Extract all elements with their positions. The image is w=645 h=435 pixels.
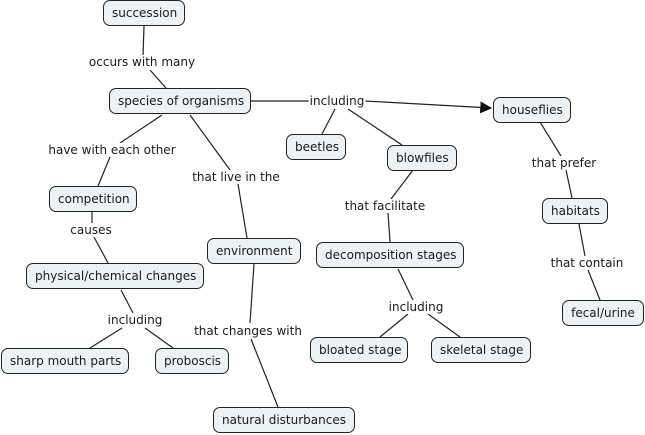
link-that-prefer[interactable]: that prefer — [530, 156, 598, 170]
connector — [149, 69, 167, 89]
connector — [397, 268, 414, 301]
connector — [578, 223, 586, 257]
link-including-changes[interactable]: including — [106, 313, 164, 327]
link-that-changes-with[interactable]: that changes with — [193, 324, 303, 338]
connector — [120, 289, 134, 314]
concept-decomposition-stages[interactable]: decomposition stages — [316, 242, 464, 268]
connector — [427, 313, 461, 338]
concept-competition[interactable]: competition — [49, 186, 137, 212]
concept-sharp-mouth-parts[interactable]: sharp mouth parts — [1, 348, 129, 374]
connector — [587, 269, 601, 301]
concept-natural-disturbances[interactable]: natural disturbances — [213, 407, 355, 433]
link-causes[interactable]: causes — [69, 223, 113, 237]
connector — [390, 169, 414, 200]
connector — [347, 108, 403, 146]
connector — [89, 327, 123, 349]
concept-species-of-organisms[interactable]: species of organisms — [109, 88, 251, 114]
concept-skeletal-stage[interactable]: skeletal stage — [431, 337, 531, 363]
link-have-with-each-other[interactable]: have with each other — [47, 143, 177, 157]
connector — [119, 114, 163, 144]
link-that-facilitate[interactable]: that facilitate — [343, 199, 427, 213]
concept-beetles[interactable]: beetles — [286, 134, 346, 160]
connector — [364, 100, 493, 114]
connector — [321, 108, 336, 135]
connector — [387, 212, 391, 243]
concept-fecal-urine[interactable]: fecal/urine — [562, 300, 644, 326]
connector — [250, 338, 279, 408]
concept-environment[interactable]: environment — [207, 238, 301, 264]
link-including-decomposition[interactable]: including — [387, 300, 445, 314]
link-occurs-with-many[interactable]: occurs with many — [87, 55, 197, 69]
concept-physical-chemical-changes[interactable]: physical/chemical changes — [26, 263, 204, 289]
concept-bloated-stage[interactable]: bloated stage — [310, 337, 408, 363]
concept-habitats[interactable]: habitats — [542, 198, 608, 224]
concept-proboscis[interactable]: proboscis — [155, 348, 229, 374]
connector — [144, 327, 174, 349]
connector — [189, 114, 231, 171]
connector — [97, 156, 111, 187]
connector — [237, 183, 248, 239]
link-that-contain[interactable]: that contain — [549, 256, 625, 270]
link-that-live-in-the[interactable]: that live in the — [191, 170, 281, 184]
concept-houseflies[interactable]: houseflies — [493, 97, 571, 123]
connector — [539, 121, 562, 157]
connector — [142, 25, 145, 57]
concept-succession[interactable]: succession — [103, 0, 185, 26]
concept-blowfiles[interactable]: blowfiles — [387, 145, 457, 171]
connector — [93, 236, 109, 264]
connector — [379, 313, 409, 338]
connector — [565, 169, 573, 199]
link-including-species[interactable]: including — [308, 94, 366, 108]
connector — [249, 263, 255, 324]
